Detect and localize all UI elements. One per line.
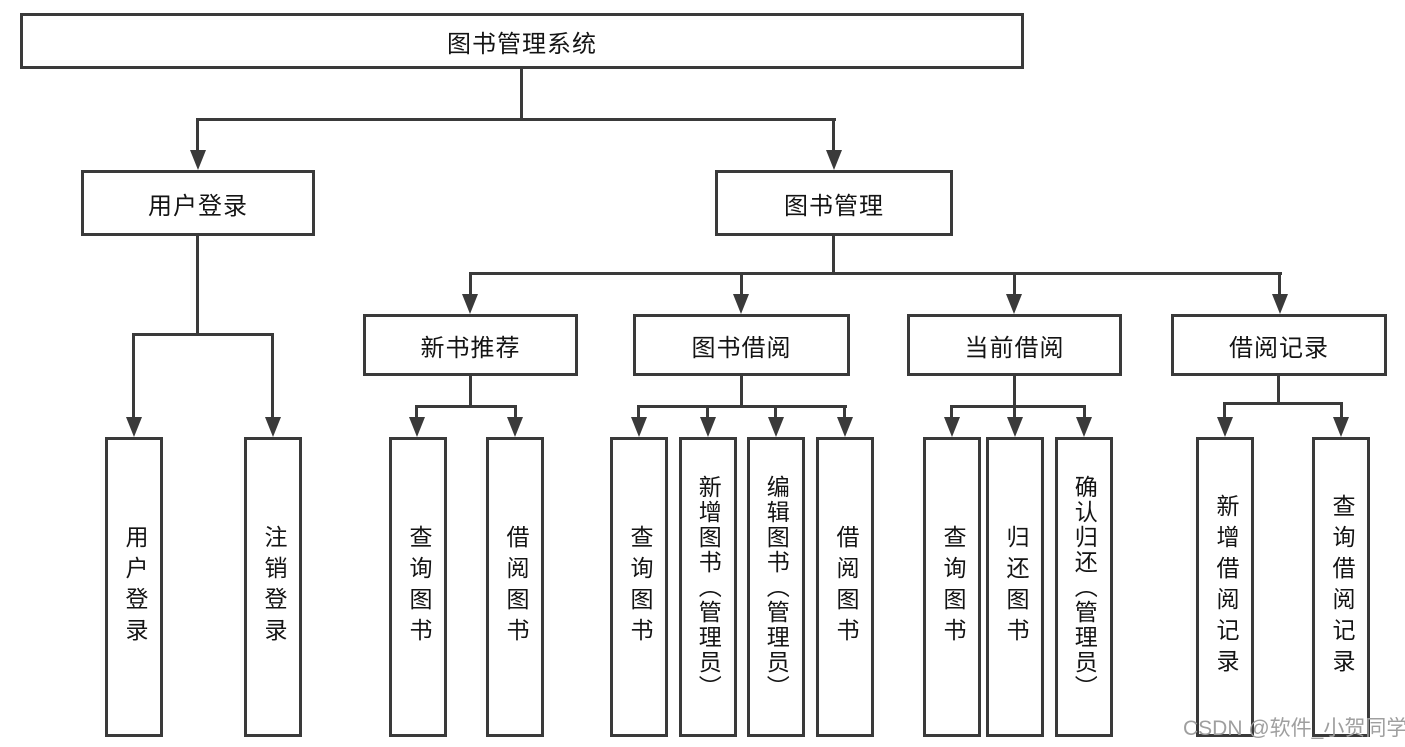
arrow-down-icon bbox=[1007, 417, 1023, 437]
node-leaf-query-books-recommend: 查询图书 bbox=[389, 437, 447, 737]
node-leaf-add-books-admin: 新增图书（管理员） bbox=[679, 437, 737, 737]
node-leaf-edit-books-admin: 编辑图书（管理员） bbox=[747, 437, 805, 737]
node-book-borrowing: 图书借阅 bbox=[633, 314, 850, 376]
arrow-down-icon bbox=[826, 150, 842, 170]
connector-current-borrowing-stem bbox=[1013, 376, 1016, 408]
connector-drop bbox=[415, 405, 418, 419]
node-label: 编辑图书（管理员） bbox=[763, 474, 790, 700]
connector-drop bbox=[843, 405, 846, 419]
connector-drop-user-login-leaf bbox=[132, 333, 135, 419]
arrow-down-icon bbox=[126, 417, 142, 437]
node-label: 新增借阅记录 bbox=[1212, 494, 1239, 680]
node-label: 借阅记录 bbox=[1229, 334, 1329, 362]
connector-user-login-stem bbox=[196, 236, 199, 336]
arrow-down-icon bbox=[1217, 417, 1233, 437]
arrow-down-icon bbox=[1076, 417, 1092, 437]
arrow-down-icon bbox=[265, 417, 281, 437]
connector-drop-book-borrowing bbox=[740, 272, 743, 296]
connector-drop-logout bbox=[271, 333, 274, 419]
connector-drop bbox=[706, 405, 709, 419]
arrow-down-icon bbox=[700, 417, 716, 437]
node-borrowing-records: 借阅记录 bbox=[1171, 314, 1387, 376]
connector-borrowing-records-stem bbox=[1277, 376, 1280, 405]
node-label: 当前借阅 bbox=[964, 334, 1065, 362]
csdn-watermark: CSDN @软件_小贺同学 bbox=[1183, 717, 1405, 740]
connector-new-book-stem bbox=[469, 376, 472, 408]
node-leaf-query-books-current: 查询图书 bbox=[923, 437, 981, 737]
arrow-down-icon bbox=[1333, 417, 1349, 437]
node-label: 新增图书（管理员） bbox=[695, 474, 722, 700]
arrow-down-icon bbox=[190, 150, 206, 170]
connector-book-borrowing-hline bbox=[637, 405, 847, 408]
node-label: 图书管理 bbox=[784, 192, 884, 220]
node-label: 查询图书 bbox=[626, 525, 653, 649]
node-user-login: 用户登录 bbox=[81, 170, 315, 236]
connector-user-login-hline bbox=[132, 333, 274, 336]
arrow-down-icon bbox=[733, 294, 749, 314]
node-current-borrowing: 当前借阅 bbox=[907, 314, 1122, 376]
node-label: 图书借阅 bbox=[691, 334, 792, 362]
connector-new-book-hline bbox=[415, 405, 517, 408]
arrow-down-icon bbox=[837, 417, 853, 437]
node-label: 用户登录 bbox=[148, 192, 248, 220]
node-leaf-borrow-books-recommend: 借阅图书 bbox=[486, 437, 544, 737]
node-leaf-query-borrow-record: 查询借阅记录 bbox=[1312, 437, 1370, 737]
arrow-down-icon bbox=[944, 417, 960, 437]
connector-drop bbox=[1340, 402, 1343, 419]
node-leaf-query-books-borrow: 查询图书 bbox=[610, 437, 668, 737]
connector-drop bbox=[950, 405, 953, 419]
connector-drop bbox=[637, 405, 640, 419]
node-leaf-user-login: 用户登录 bbox=[105, 437, 163, 737]
node-label: 查询图书 bbox=[405, 525, 432, 649]
node-book-management: 图书管理 bbox=[715, 170, 953, 236]
arrow-down-icon bbox=[462, 294, 478, 314]
node-label: 新书推荐 bbox=[420, 334, 521, 362]
node-label: 用户登录 bbox=[121, 525, 148, 649]
connector-drop-borrowing-records bbox=[1278, 272, 1281, 296]
node-leaf-add-borrow-record: 新增借阅记录 bbox=[1196, 437, 1254, 737]
node-label: 查询图书 bbox=[939, 525, 966, 649]
connector-drop-book-management bbox=[832, 118, 835, 152]
arrow-down-icon bbox=[768, 417, 784, 437]
arrow-down-icon bbox=[631, 417, 647, 437]
connector-book-borrowing-stem bbox=[740, 376, 743, 408]
connector-borrowing-records-hline bbox=[1223, 402, 1343, 405]
arrow-down-icon bbox=[507, 417, 523, 437]
node-leaf-confirm-return-admin: 确认归还（管理员） bbox=[1055, 437, 1113, 737]
node-label: 注销登录 bbox=[260, 525, 287, 649]
connector-book-management-stem bbox=[832, 236, 835, 275]
connector-drop bbox=[774, 405, 777, 419]
node-label: 确认归还（管理员） bbox=[1071, 474, 1098, 700]
node-label: 借阅图书 bbox=[502, 525, 529, 649]
arrow-down-icon bbox=[1272, 294, 1288, 314]
node-label: 图书管理系统 bbox=[447, 30, 597, 58]
node-leaf-borrow-books-borrow: 借阅图书 bbox=[816, 437, 874, 737]
node-library-management-system: 图书管理系统 bbox=[20, 13, 1024, 69]
connector-current-borrowing-hline bbox=[950, 405, 1086, 408]
connector-book-management-hline bbox=[469, 272, 1282, 275]
connector-drop-new-book-recommend bbox=[469, 272, 472, 296]
arrow-down-icon bbox=[1006, 294, 1022, 314]
node-leaf-return-books: 归还图书 bbox=[986, 437, 1044, 737]
node-label: 借阅图书 bbox=[832, 525, 859, 649]
connector-drop bbox=[514, 405, 517, 419]
connector-drop bbox=[1083, 405, 1086, 419]
connector-drop bbox=[1223, 402, 1226, 419]
node-leaf-logout: 注销登录 bbox=[244, 437, 302, 737]
node-new-book-recommend: 新书推荐 bbox=[363, 314, 578, 376]
arrow-down-icon bbox=[409, 417, 425, 437]
connector-root-hline bbox=[196, 118, 836, 121]
connector-drop-current-borrowing bbox=[1013, 272, 1016, 296]
connector-root-stem bbox=[520, 69, 523, 121]
connector-drop-user-login bbox=[196, 118, 199, 152]
node-label: 归还图书 bbox=[1002, 525, 1029, 649]
connector-drop bbox=[1013, 405, 1016, 419]
node-label: 查询借阅记录 bbox=[1328, 494, 1355, 680]
